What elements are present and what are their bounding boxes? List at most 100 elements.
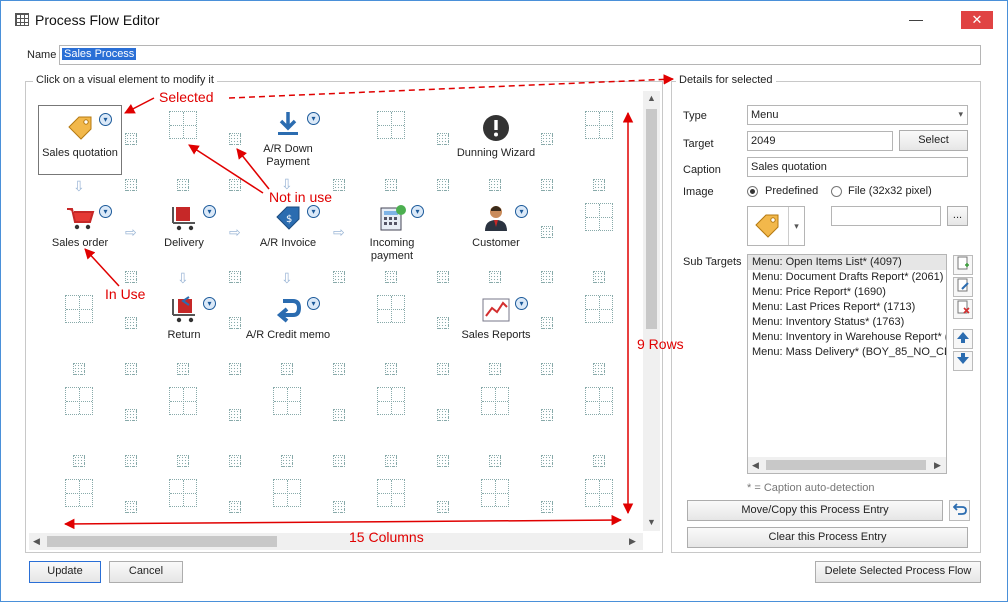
list-item[interactable]: Menu: Open Items List* (4097) [748, 255, 946, 270]
horizontal-scroll-thumb[interactable] [47, 536, 277, 547]
empty-slot[interactable] [437, 271, 449, 283]
empty-slot[interactable] [541, 363, 553, 375]
chevron-left-icon[interactable]: ◀ [752, 460, 759, 470]
chevron-down-icon[interactable]: ▾ [99, 205, 112, 218]
sub-scroll-thumb[interactable] [766, 460, 926, 470]
chevron-down-icon[interactable]: ▾ [411, 205, 424, 218]
name-input[interactable]: Sales Process [59, 45, 981, 65]
chevron-down-icon[interactable]: ▾ [307, 297, 320, 310]
node-delivery[interactable]: Delivery [141, 203, 227, 250]
delete-process-flow-button[interactable]: Delete Selected Process Flow [815, 561, 981, 583]
move-up-button[interactable] [953, 329, 973, 349]
empty-slot[interactable] [377, 479, 405, 507]
list-item[interactable]: Menu: Inventory Status* (1763) [752, 316, 905, 328]
empty-slot[interactable] [125, 317, 137, 329]
empty-slot[interactable] [385, 179, 397, 191]
move-down-button[interactable] [953, 351, 973, 371]
sub-targets-horizontal-scrollbar[interactable]: ◀ ▶ [748, 457, 946, 473]
node-sales-order[interactable]: Sales order [37, 203, 123, 250]
undo-button[interactable] [949, 500, 970, 521]
move-copy-button[interactable]: Move/Copy this Process Entry [687, 500, 943, 521]
empty-slot[interactable] [229, 501, 241, 513]
empty-slot[interactable] [585, 295, 613, 323]
empty-slot[interactable] [169, 111, 197, 139]
predefined-image-dropdown[interactable]: ▾ [747, 206, 805, 246]
empty-slot[interactable] [125, 179, 137, 191]
empty-slot[interactable] [125, 455, 137, 467]
empty-slot[interactable] [541, 317, 553, 329]
empty-slot[interactable] [333, 409, 345, 421]
list-item[interactable]: Menu: Price Report* (1690) [752, 286, 886, 298]
empty-slot[interactable] [585, 479, 613, 507]
empty-slot[interactable] [333, 271, 345, 283]
empty-slot[interactable] [229, 363, 241, 375]
chevron-down-icon[interactable]: ▼ [647, 517, 656, 527]
empty-slot[interactable] [377, 387, 405, 415]
update-button[interactable]: Update [29, 561, 101, 583]
cancel-button[interactable]: Cancel [109, 561, 183, 583]
empty-slot[interactable] [229, 317, 241, 329]
empty-slot[interactable] [437, 317, 449, 329]
empty-slot[interactable] [481, 479, 509, 507]
chevron-right-icon[interactable]: ▶ [629, 536, 636, 546]
empty-slot[interactable] [593, 363, 605, 375]
chevron-right-icon[interactable]: ▶ [934, 460, 941, 470]
empty-slot[interactable] [489, 455, 501, 467]
add-sub-target-button[interactable] [953, 255, 973, 275]
empty-slot[interactable] [585, 203, 613, 231]
empty-slot[interactable] [333, 179, 345, 191]
empty-slot[interactable] [229, 179, 241, 191]
chevron-down-icon[interactable]: ▾ [515, 297, 528, 310]
empty-slot[interactable] [541, 501, 553, 513]
chevron-down-icon[interactable]: ▾ [307, 205, 320, 218]
empty-slot[interactable] [333, 501, 345, 513]
empty-slot[interactable] [229, 133, 241, 145]
node-ar-down-payment[interactable]: A/R Down Payment [245, 109, 331, 169]
file-radio[interactable] [831, 186, 842, 197]
empty-slot[interactable] [437, 501, 449, 513]
node-customer[interactable]: Customer [453, 203, 539, 250]
empty-slot[interactable] [489, 179, 501, 191]
empty-slot[interactable] [593, 179, 605, 191]
clear-entry-button[interactable]: Clear this Process Entry [687, 527, 968, 548]
empty-slot[interactable] [385, 271, 397, 283]
node-sales-quotation[interactable]: Sales quotation [37, 113, 123, 160]
list-item[interactable]: Menu: Last Prices Report* (1713) [752, 301, 916, 313]
empty-slot[interactable] [489, 271, 501, 283]
node-dunning-wizard[interactable]: Dunning Wizard [453, 113, 539, 160]
empty-slot[interactable] [281, 455, 293, 467]
empty-slot[interactable] [177, 363, 189, 375]
empty-slot[interactable] [333, 363, 345, 375]
empty-slot[interactable] [377, 295, 405, 323]
empty-slot[interactable] [593, 271, 605, 283]
close-button[interactable]: ✕ [961, 11, 993, 29]
predefined-radio[interactable] [747, 186, 758, 197]
empty-slot[interactable] [333, 455, 345, 467]
node-ar-invoice[interactable]: $ A/R Invoice [245, 203, 331, 250]
empty-slot[interactable] [281, 363, 293, 375]
empty-slot[interactable] [65, 295, 93, 323]
empty-slot[interactable] [437, 179, 449, 191]
edit-sub-target-button[interactable] [953, 277, 973, 297]
empty-slot[interactable] [437, 363, 449, 375]
empty-slot[interactable] [437, 133, 449, 145]
canvas-vertical-scrollbar[interactable]: ▲ ▼ [643, 91, 660, 531]
chevron-down-icon[interactable]: ▾ [515, 205, 528, 218]
empty-slot[interactable] [229, 455, 241, 467]
empty-slot[interactable] [273, 387, 301, 415]
list-item[interactable]: Menu: Document Drafts Report* (2061) [752, 271, 944, 283]
select-button[interactable]: Select [899, 130, 968, 151]
node-incoming-payment[interactable]: Incoming payment [349, 203, 435, 263]
empty-slot[interactable] [585, 111, 613, 139]
empty-slot[interactable] [585, 387, 613, 415]
minimize-button[interactable]: — [909, 11, 923, 27]
caption-input[interactable]: Sales quotation [747, 157, 968, 177]
chevron-left-icon[interactable]: ◀ [33, 536, 40, 546]
empty-slot[interactable] [125, 501, 137, 513]
chevron-down-icon[interactable]: ▾ [307, 112, 320, 125]
file-path-input[interactable] [831, 206, 941, 226]
empty-slot[interactable] [177, 455, 189, 467]
browse-button[interactable]: ... [947, 206, 968, 226]
empty-slot[interactable] [125, 133, 137, 145]
chevron-up-icon[interactable]: ▲ [647, 93, 656, 103]
